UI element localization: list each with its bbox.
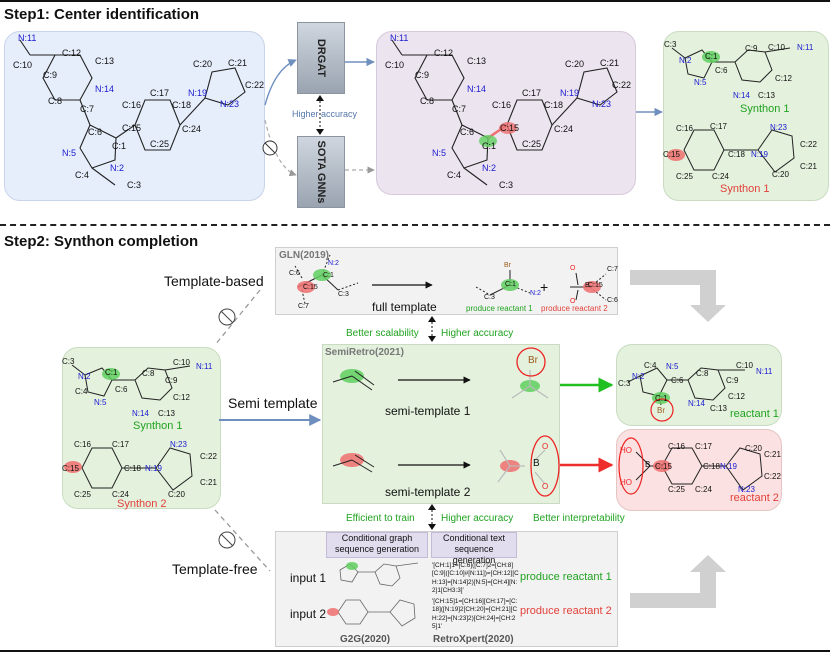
drgat-box: DRGAT bbox=[297, 22, 345, 94]
molecule-panel-input bbox=[4, 31, 265, 201]
produce-reactant-2b-label: produce reactant 2 bbox=[520, 605, 612, 617]
cond-graph-tag: Conditional graph sequence generation bbox=[326, 532, 428, 558]
semi-template-1-label: semi-template 1 bbox=[385, 404, 471, 418]
semiretro-label: SemiRetro(2021) bbox=[325, 347, 404, 358]
svg-text:+: + bbox=[540, 279, 548, 295]
smiles-1: '[CH:1]1=[C:6]([C:7]2=[CH:8][C:9]([C:10]… bbox=[432, 562, 519, 595]
reactant1-panel bbox=[616, 344, 782, 426]
synthon-panel bbox=[663, 31, 829, 201]
higher-accuracy-label-2: Higher accuracy bbox=[441, 328, 514, 339]
higher-accuracy-label: Higher accuracy bbox=[292, 109, 358, 119]
input-1-label: input 1 bbox=[290, 571, 327, 585]
produce-reactant-1-label: produce reactant 1 bbox=[466, 304, 533, 313]
smiles-2: '[CH:15]1=[CH:16][CH:17]=[C:18]([N:19]2[… bbox=[432, 598, 518, 631]
better-scalability-label: Better scalability bbox=[346, 328, 419, 339]
molecule-panel-center bbox=[376, 31, 636, 195]
produce-reactant-1b-label: produce reactant 1 bbox=[520, 571, 612, 583]
higher-accuracy-label-3: Higher accuracy bbox=[441, 513, 514, 524]
sota-gnns-box: SOTA GNNs bbox=[297, 136, 345, 208]
semi-template-2-label: semi-template 2 bbox=[385, 485, 471, 499]
retroxpert-label: RetroXpert(2020) bbox=[433, 634, 514, 645]
cond-text-tag: Conditional text sequence generation bbox=[431, 532, 517, 565]
produce-reactant-2-label: produce reactant 2 bbox=[541, 304, 608, 313]
template-free-label: Template-free bbox=[172, 561, 258, 577]
full-template-label: full template bbox=[372, 300, 437, 314]
step-separator bbox=[0, 224, 830, 226]
g2g-label: G2G(2020) bbox=[340, 634, 391, 645]
better-interpretability-label: Better interpretability bbox=[533, 513, 625, 524]
step1-title: Step1: Center identification bbox=[4, 6, 200, 23]
gln-label: GLN(2019) bbox=[279, 250, 330, 261]
bottom-rule bbox=[0, 650, 830, 652]
efficient-to-train-label: Efficient to train bbox=[346, 513, 415, 524]
template-based-label: Template-based bbox=[164, 273, 264, 289]
step2-title: Step2: Synthon completion bbox=[4, 233, 199, 250]
gln-box bbox=[275, 247, 618, 315]
semi-template-label: Semi template bbox=[228, 395, 318, 411]
top-rule bbox=[0, 0, 830, 2]
reactant2-panel bbox=[616, 429, 782, 511]
input-2-label: input 2 bbox=[290, 607, 327, 621]
